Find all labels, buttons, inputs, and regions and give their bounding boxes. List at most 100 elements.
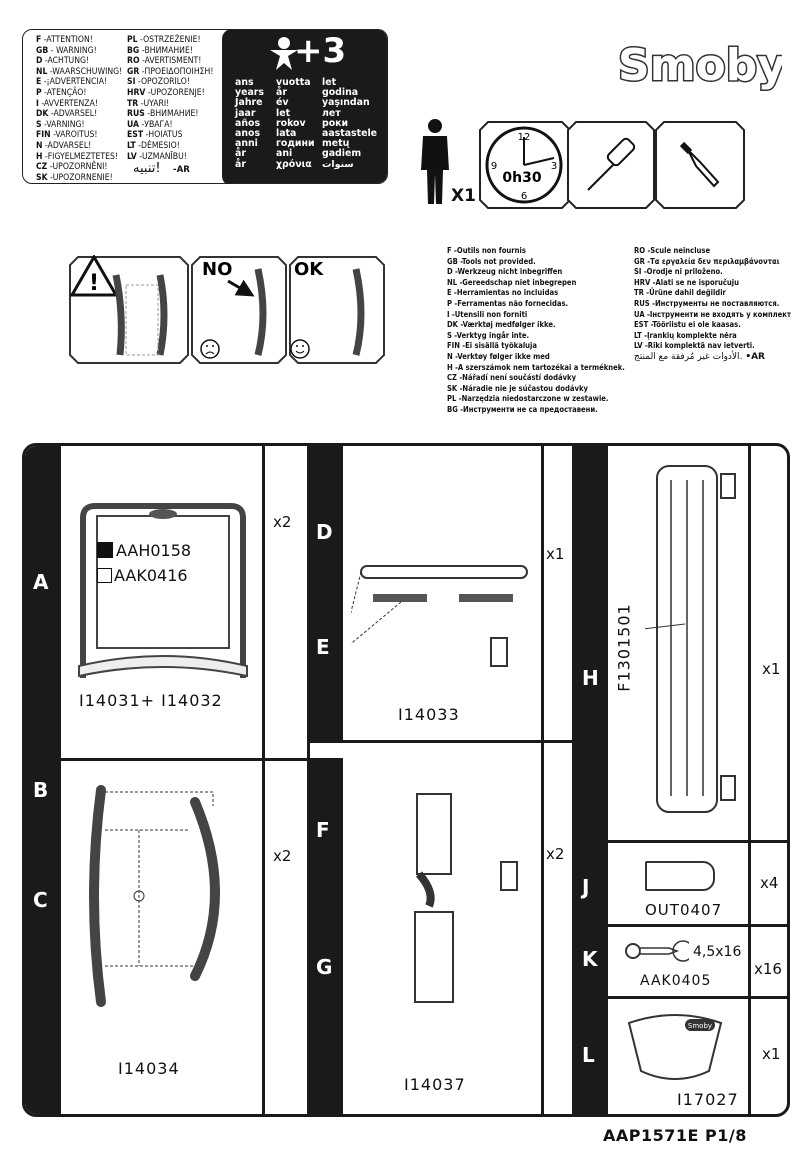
- divider: [541, 446, 544, 1114]
- warning-line: PL -OSTRZEŻENIE!: [127, 35, 201, 45]
- warning-line: H -FIGYELMEZTETES!: [36, 151, 118, 162]
- warning-line: S -VARNING!: [36, 119, 85, 130]
- tools-line: RO -Scule neincluse: [634, 246, 711, 255]
- warning-line: GB - WARNING!: [36, 45, 97, 56]
- tools-line: CZ -Nářadí není součástí dodávky: [447, 373, 577, 383]
- part-code-l: I17027: [677, 1090, 739, 1109]
- part-letter-g: G: [316, 955, 333, 979]
- part-code-h: F1301501: [614, 603, 634, 692]
- parts-panel: A B C AAH0158 AAK0416 I14031+ I14032 x2 …: [22, 443, 790, 1117]
- age-text: ani: [276, 148, 293, 160]
- part-qty-j: x4: [760, 874, 779, 892]
- warning-line: N -ADVARSEL!: [36, 140, 92, 151]
- svg-text:12: 12: [518, 132, 531, 143]
- warning-line: DK -ADVARSEL!: [36, 109, 98, 120]
- tools-line: LV -Rīki komplektā nav ietverti.: [634, 341, 755, 351]
- age-text: години: [276, 138, 315, 150]
- warning-line: UA -УВАГА!: [127, 119, 173, 130]
- filled-square-icon: [97, 542, 113, 558]
- age-text: سنوات: [322, 158, 354, 170]
- child-icon: [270, 37, 298, 70]
- age-text: anni: [235, 138, 258, 150]
- option-aak0416: AAK0416: [114, 566, 188, 585]
- part-qty-a: x2: [273, 513, 292, 531]
- divider: [748, 446, 751, 1114]
- part-code-bc: I14034: [118, 1059, 180, 1078]
- tools-line: UA -Інструменти не входять у комплект: [634, 309, 791, 319]
- part-qty-k: x16: [754, 960, 782, 978]
- tools-line: S -Verktyg ingår inte.: [447, 330, 530, 340]
- tools-line: SI -Orodje ni priloženo.: [634, 267, 723, 277]
- time-tools-strip: 12 3 6 9 0h30: [479, 121, 745, 209]
- side-bars-bc-illustration: [89, 785, 220, 1007]
- label-strip-col1: [25, 446, 61, 1114]
- warning-line: RO -AVERTISMENT!: [127, 56, 202, 67]
- adult-icon: [415, 118, 455, 212]
- age-text: years: [235, 87, 264, 99]
- part-letter-c: C: [33, 888, 48, 912]
- age-text: Jahre: [235, 97, 263, 109]
- age-text: yaşından: [322, 97, 370, 109]
- clock-icon: 12 3 6 9 0h30: [485, 126, 563, 204]
- warning-line: LT -DĖMESIO!: [127, 140, 180, 151]
- age-text: let: [276, 107, 291, 119]
- warning-line: F -ATTENTION!: [36, 35, 93, 45]
- tools-line: FIN -Ei sisällä työkaluja: [447, 341, 537, 351]
- tools-line: NL -Gereedschap niet inbegrepen: [447, 277, 577, 287]
- age-text: rokov: [276, 117, 306, 129]
- age-text: år: [235, 158, 246, 170]
- part-letter-b: B: [33, 778, 49, 802]
- warning-box: F -ATTENTION!GB - WARNING!D -ACHTUNG!NL …: [22, 29, 388, 184]
- tools-line: P -Ferramentas não fornecidas.: [447, 298, 569, 308]
- tools-line: RUS -Инструменты не поставляются.: [634, 298, 780, 308]
- svg-text:3: 3: [551, 161, 557, 172]
- tools-line: PL -Narzędzia niedostarczone w zestawie.: [447, 394, 609, 404]
- document-reference: AAP1571E P1/8: [603, 1126, 747, 1145]
- part-qty-bc: x2: [273, 847, 292, 865]
- svg-text:OK: OK: [294, 259, 324, 280]
- tools-line: LT -Įrankių komplekte nėra: [634, 330, 737, 340]
- tools-line: BG -Инструменти не са предоставени.: [447, 404, 598, 414]
- warning-line: SI -OPOZORILO!: [127, 77, 190, 88]
- divider: [25, 758, 307, 761]
- age-text: lata: [276, 128, 297, 140]
- age-text: роки: [322, 117, 349, 129]
- svg-text:0h30: 0h30: [502, 170, 541, 186]
- tools-line: I -Utensili non forniti: [447, 309, 528, 319]
- tools-line: HRV -Alati se ne isporučuju: [634, 277, 739, 287]
- tools-line: GR -Τα εργαλεία δεν περιλαμβάνονται: [634, 256, 780, 266]
- tools-line: EST -Tööriistu ei ole kaasas.: [634, 320, 741, 330]
- age-label: +3: [294, 31, 347, 71]
- part-letter-j: J: [582, 875, 590, 899]
- warning-line: P -ATENÇÃO!: [36, 87, 87, 98]
- tools-line: GB -Tools not provided.: [447, 256, 536, 266]
- part-letter-l: L: [582, 1043, 595, 1067]
- part-qty-de: x1: [546, 545, 565, 563]
- tools-arabic: الأدوات غير مُرفقة مع المنتج. •AR: [634, 352, 765, 362]
- svg-text:9: 9: [491, 161, 497, 172]
- age-text: godina: [322, 87, 359, 99]
- warning-line: RUS -ВНИМАНИЕ!: [127, 109, 199, 120]
- part-code-de: I14033: [398, 705, 460, 724]
- part-code-k: AAK0405: [640, 973, 712, 989]
- warning-arabic: تنبيه!: [133, 161, 161, 176]
- age-text: ans: [235, 77, 254, 88]
- sad-face-icon: [200, 339, 220, 359]
- part-letter-d: D: [316, 520, 333, 544]
- part-letter-k: K: [582, 947, 598, 971]
- connector-fg-illustration: [414, 793, 518, 1003]
- divider: [307, 740, 589, 743]
- part-code-a: I14031+ I14032: [79, 691, 223, 710]
- age-text: év: [276, 97, 289, 109]
- divider: [572, 840, 787, 843]
- age-text: år: [235, 148, 246, 160]
- happy-face-icon: [290, 339, 310, 359]
- tools-line: N -Verktøy følger ikke med: [447, 351, 550, 361]
- divider: [572, 924, 787, 927]
- rail-h-illustration: [645, 465, 736, 813]
- option-aah0158: AAH0158: [116, 541, 192, 560]
- part-qty-h: x1: [762, 660, 781, 678]
- divider: [262, 446, 265, 1114]
